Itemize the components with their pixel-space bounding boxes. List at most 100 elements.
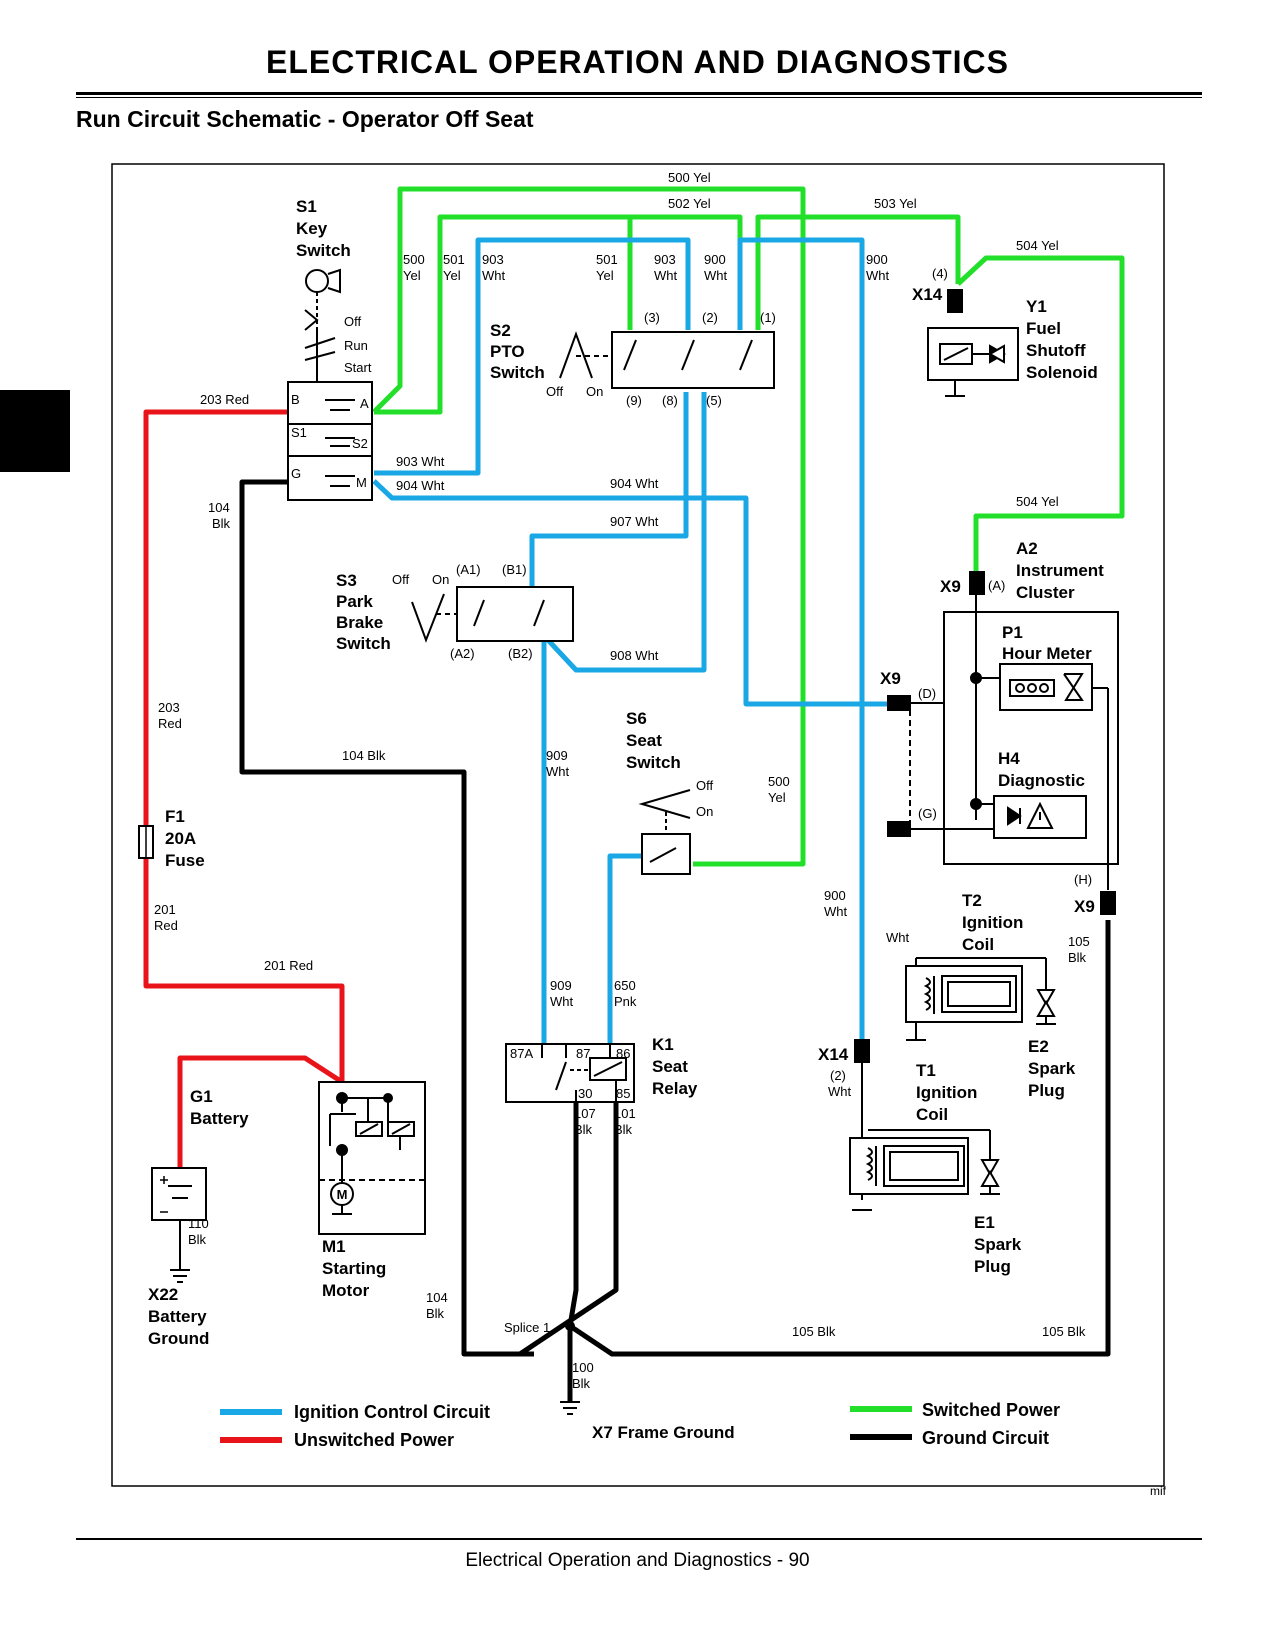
a2-instrument-cluster	[887, 571, 1119, 915]
s2-line1: PTO	[490, 342, 525, 361]
wl-4a: 500	[403, 252, 425, 267]
s1-pos-run: Run	[344, 338, 368, 353]
g1-line1: Battery	[190, 1109, 249, 1128]
s2-pin-2: (2)	[702, 310, 718, 325]
header-rule	[76, 92, 1202, 95]
wl-28a: 909	[550, 978, 572, 993]
wl-13: 904 Wht	[396, 478, 445, 493]
s3-pos-off: Off	[392, 572, 409, 587]
header-rule-thin	[76, 97, 1202, 98]
s6-seat-switch	[638, 789, 691, 875]
f1-line2: Fuse	[165, 851, 205, 870]
section-title: Run Circuit Schematic - Operator Off Sea…	[76, 106, 534, 132]
x14-top-label: X14	[912, 285, 943, 304]
wl-32a: 101	[614, 1106, 636, 1121]
e2-line0: E2	[1028, 1037, 1049, 1056]
k1-seat-relay	[505, 1043, 635, 1103]
ignition-control-wires	[372, 237, 888, 1044]
wire-904-wht	[372, 479, 888, 707]
wire-907-wht	[529, 392, 689, 586]
wl-19a: 203	[158, 700, 180, 715]
wl-23a: 201	[154, 902, 176, 917]
wl-15: 907 Wht	[610, 514, 659, 529]
s3-pos-on: On	[432, 572, 449, 587]
legend-ignition-label: Ignition Control Circuit	[294, 1402, 490, 1422]
wl-24: 201 Red	[264, 958, 313, 973]
k1-line1: Seat	[652, 1057, 688, 1076]
wl-10b: Wht	[866, 268, 890, 283]
s1-line1: Key	[296, 219, 328, 238]
wl-8a: 903	[654, 252, 676, 267]
s3-line1: Park	[336, 592, 373, 611]
h4-line0: H4	[998, 749, 1020, 768]
wl-33b: Blk	[188, 1232, 207, 1247]
wl-31b: Blk	[574, 1122, 593, 1137]
x7-label: X7 Frame Ground	[592, 1423, 735, 1442]
s1-pos-off: Off	[344, 314, 361, 329]
t1-line2: Coil	[916, 1105, 948, 1124]
wl-27b: Blk	[1068, 950, 1087, 965]
s6-line1: Seat	[626, 731, 662, 750]
wl-21b: Wht	[546, 764, 570, 779]
wl-22b: Yel	[768, 790, 786, 805]
s2-pto-switch	[559, 331, 775, 389]
wl-18: 908 Wht	[610, 648, 659, 663]
hourglass-icon	[1063, 673, 1084, 701]
wire-504-yel	[956, 255, 1125, 572]
x22-line0: X22	[148, 1285, 178, 1304]
x9-connector-a	[969, 571, 985, 595]
y1-fuel-shutoff-solenoid	[927, 289, 1019, 397]
wl-9b: Wht	[704, 268, 728, 283]
s2-pos-off: Off	[546, 384, 563, 399]
unswitched-power-wires	[143, 409, 345, 1168]
s1-term-b: B	[291, 392, 300, 407]
legend-swatch-ignition	[220, 1409, 282, 1415]
wl-31a: 107	[574, 1106, 596, 1121]
wl-16a: 104	[208, 500, 230, 515]
splice-label: Splice 1	[504, 1320, 550, 1335]
wl-37a: 100	[572, 1360, 594, 1375]
x14-bottom-label: X14	[818, 1045, 849, 1064]
s2-pos-on: On	[586, 384, 603, 399]
e2-line2: Plug	[1028, 1081, 1065, 1100]
svg-text:M: M	[337, 1187, 348, 1202]
m1-line2: Motor	[322, 1281, 370, 1300]
wl-25a: 900	[824, 888, 846, 903]
s1-term-m: M	[356, 475, 367, 490]
page-footer: Electrical Operation and Diagnostics - 9…	[465, 1550, 810, 1571]
legend-switched-label: Switched Power	[922, 1400, 1060, 1420]
wire-501-yel	[374, 214, 633, 415]
k1-line0: K1	[652, 1035, 674, 1054]
wl-29a: 650	[614, 978, 636, 993]
s2-line0: S2	[490, 321, 511, 340]
t2-ignition-coil	[905, 957, 1056, 1041]
lever-icon	[411, 593, 445, 643]
wl-35: 105 Blk	[792, 1324, 836, 1339]
s3-park-brake-switch	[411, 586, 574, 643]
t1-line0: T1	[916, 1061, 936, 1080]
wire-101-blk	[518, 1102, 619, 1357]
wl-30: Wht	[828, 1084, 852, 1099]
lever-icon	[559, 331, 593, 379]
wl-19b: Red	[158, 716, 182, 731]
wl-11: 203 Red	[200, 392, 249, 407]
wl-10a: 900	[866, 252, 888, 267]
f1-line0: F1	[165, 807, 185, 826]
h4-line1: Diagnostic	[998, 771, 1085, 790]
section-tab-marker	[0, 390, 70, 472]
x9-a-label: X9	[940, 577, 961, 596]
s2-pin-5: (5)	[706, 393, 722, 408]
t1-line1: Ignition	[916, 1083, 977, 1102]
wire-903-wht	[374, 237, 691, 476]
wl-5a: 501	[443, 252, 465, 267]
s3-pin-b2: (B2)	[508, 646, 533, 661]
k1-pin-87: 87	[576, 1046, 590, 1061]
e1-line2: Plug	[974, 1257, 1011, 1276]
x14-connector-bottom	[854, 1039, 870, 1063]
wl-34a: 104	[426, 1290, 448, 1305]
wl-25b: Wht	[824, 904, 848, 919]
wl-16b: Blk	[212, 516, 231, 531]
e2-line1: Spark	[1028, 1059, 1076, 1078]
s2-pin-3: (3)	[644, 310, 660, 325]
